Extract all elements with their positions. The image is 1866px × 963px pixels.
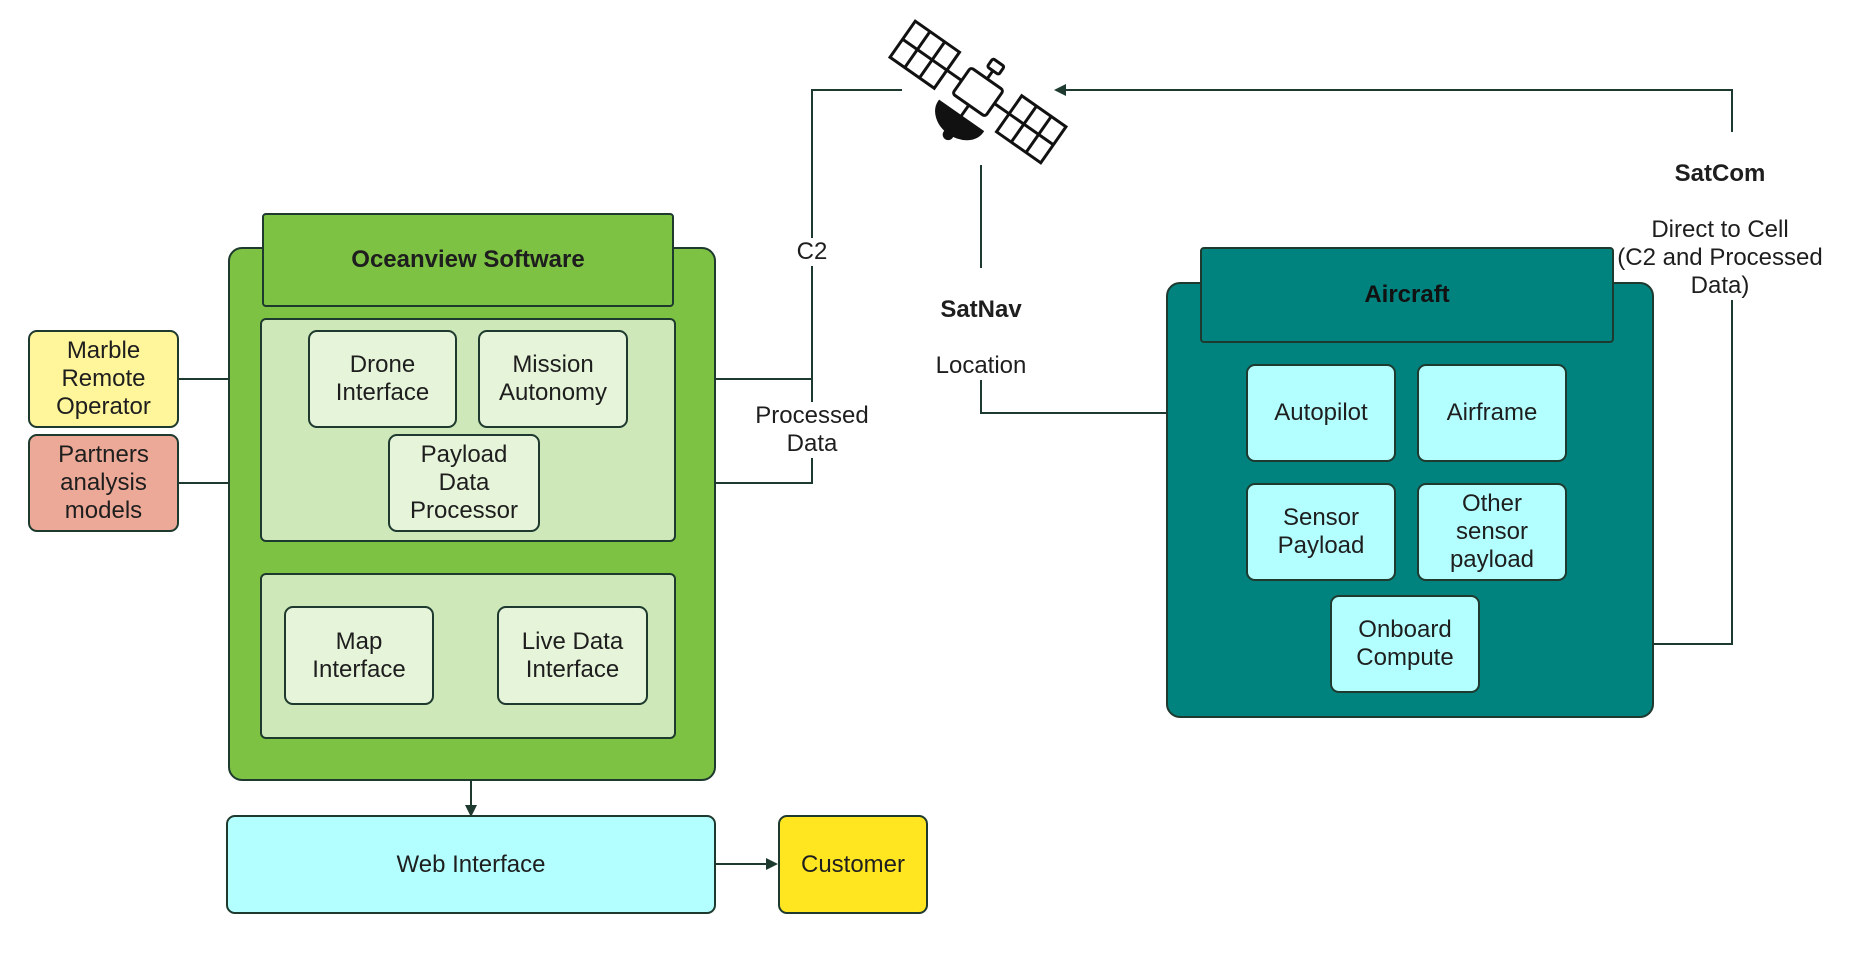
autopilot-box: Autopilot [1246,364,1396,462]
airframe-box: Airframe [1417,364,1567,462]
marble-remote-operator-box: Marble Remote Operator [28,330,179,428]
aircraft-title: Aircraft [1200,247,1614,343]
onboard-compute-box: Onboard Compute [1330,595,1480,693]
satnav-label: SatNav Location [922,268,1040,380]
satcom-label: SatCom Direct to Cell (C2 and Processed … [1585,132,1855,300]
sensor-payload-box: Sensor Payload [1246,483,1396,581]
satcom-title: SatCom [1674,160,1766,187]
payload-data-processor-box: Payload Data Processor [388,434,540,532]
mission-autonomy-box: Mission Autonomy [478,330,628,428]
customer-box: Customer [778,815,928,914]
satnav-title: SatNav [940,296,1022,323]
satnav-connector [980,165,1246,419]
partners-analysis-models-box: Partners analysis models [28,434,179,532]
satellite-icon [887,19,1069,165]
c2-connector [628,89,902,385]
c2-label: C2 [788,238,836,266]
other-sensor-payload-box: Other sensor payload [1417,483,1567,581]
oceanview-software-title: Oceanview Software [262,213,674,307]
processed-data-label: Processed Data [752,402,872,458]
map-interface-box: Map Interface [284,606,434,705]
drone-interface-box: Drone Interface [308,330,457,428]
satnav-subtitle: Location [935,352,1027,379]
live-data-interface-box: Live Data Interface [497,606,648,705]
web-interface-box: Web Interface [226,815,716,914]
satcom-subtitle: Direct to Cell (C2 and Processed Data) [1617,216,1823,299]
